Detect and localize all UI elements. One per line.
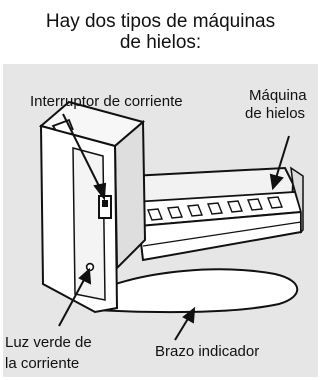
ice-maker-illustration xyxy=(38,100,304,341)
switch-pointer xyxy=(62,113,107,201)
heading-line-2: de hielos: xyxy=(119,32,202,53)
power-light xyxy=(85,262,95,272)
label-power-light-1: Luz verde de xyxy=(5,334,92,351)
label-ice-maker-2: de hielos xyxy=(245,105,306,122)
arm-pointer xyxy=(174,306,196,341)
light-pointer xyxy=(58,267,92,327)
label-power-light-2: la corriente xyxy=(5,355,80,372)
feeler-arm xyxy=(94,268,299,314)
icemaker-pointer xyxy=(269,135,290,191)
label-ice-maker-1: Máquina xyxy=(249,87,307,104)
label-feeler-arm: Brazo indicador xyxy=(155,343,260,360)
heading-line-1: Hay dos tipos de máquinas xyxy=(45,11,276,32)
label-power-switch: Interruptor de corriente xyxy=(30,93,183,110)
